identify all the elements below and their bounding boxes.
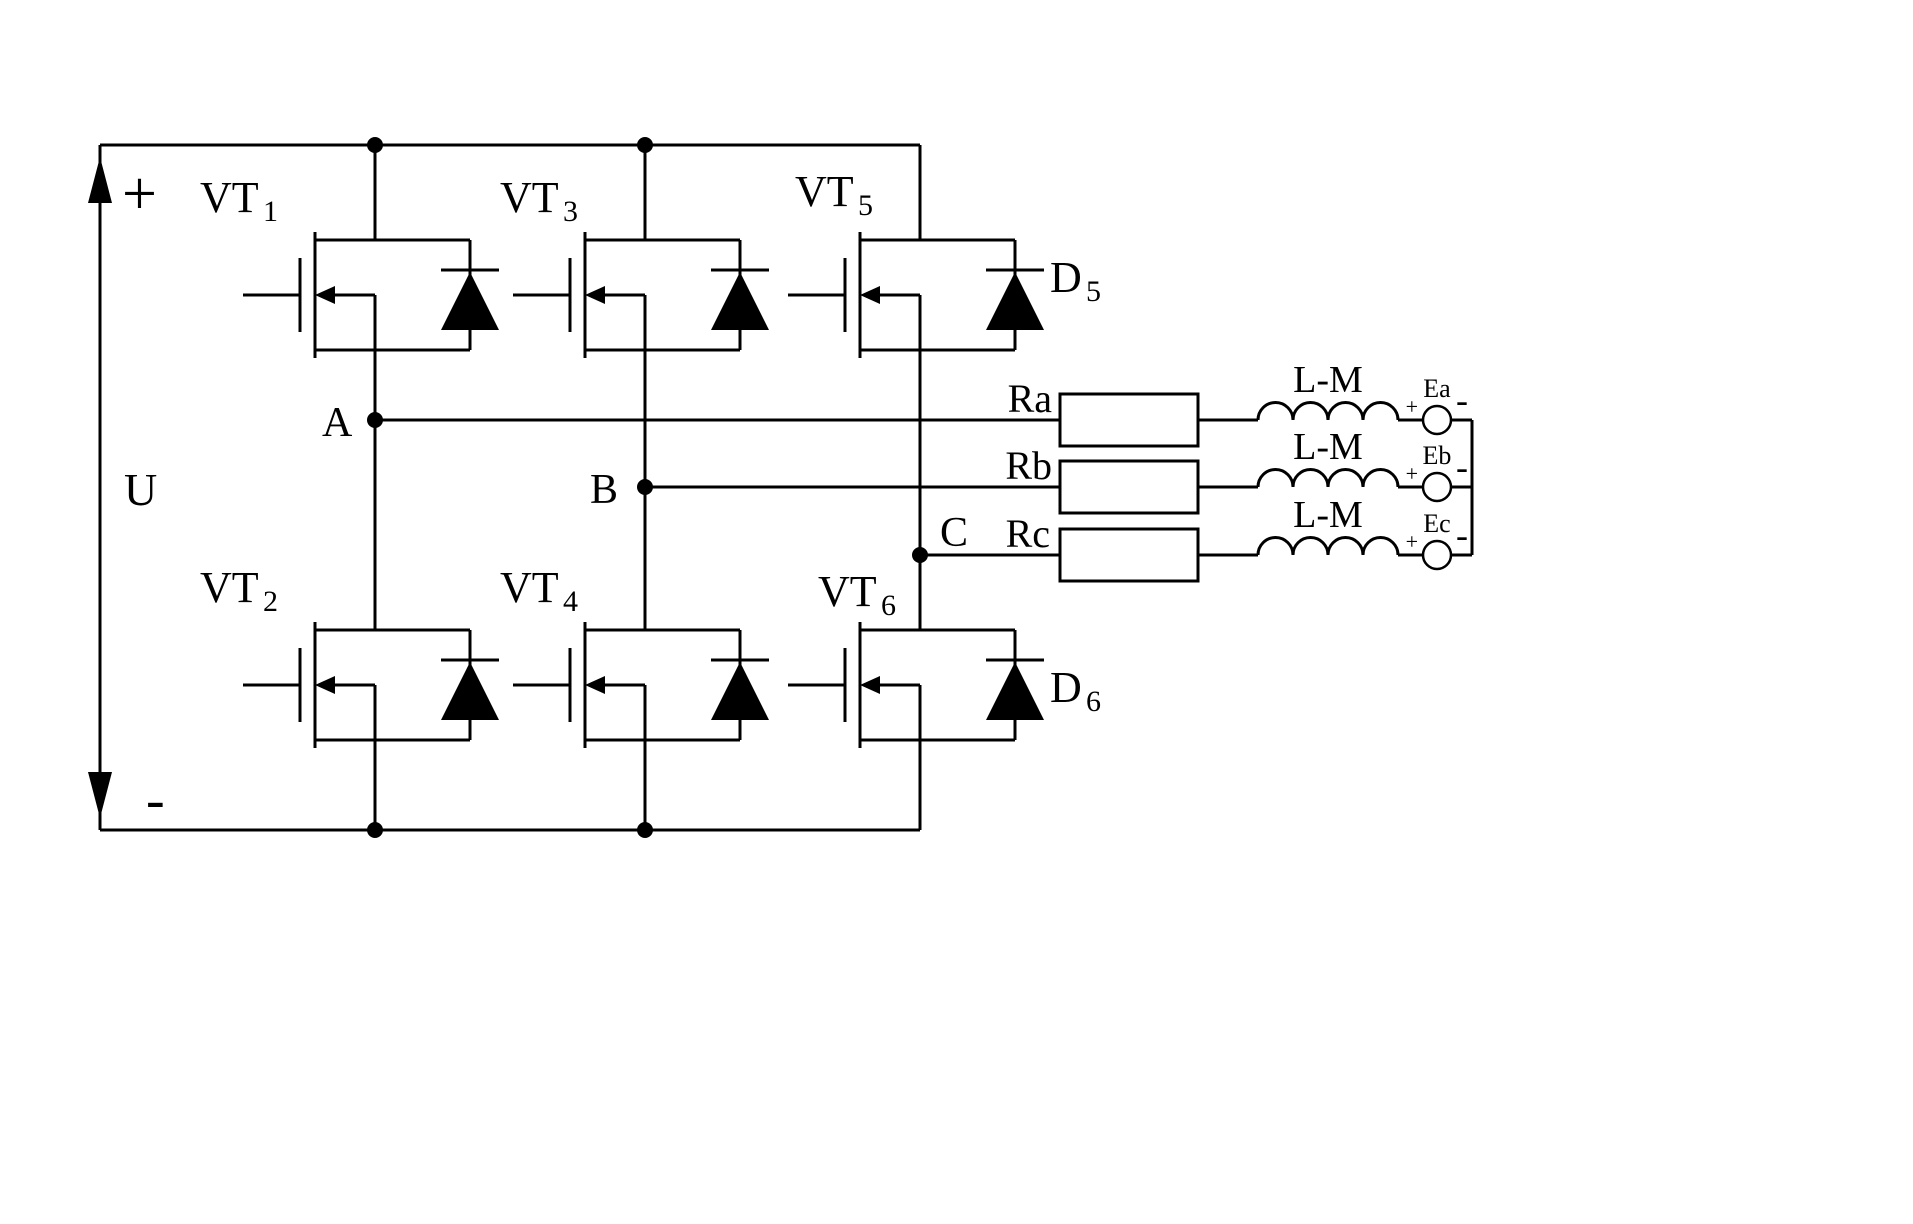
vt6-label: VT (818, 567, 877, 616)
junction-dot (367, 822, 383, 838)
inductor-c-coil (1256, 536, 1400, 556)
d5-label: D (1050, 253, 1082, 302)
emf-b-source (1421, 471, 1453, 503)
inductor-b-coil (1256, 468, 1400, 488)
emf-b-label: Eb (1423, 441, 1452, 470)
switch-labels: VT 1 VT 3 VT 5 VT 2 VT 4 VT 6 (200, 167, 896, 622)
arrow-up-icon (88, 157, 112, 203)
emf-a-label: Ea (1423, 374, 1451, 403)
vt3-label: VT (500, 173, 559, 222)
junction-dot (637, 822, 653, 838)
bridge-legs (373, 145, 922, 830)
vt2-label: VT (200, 563, 259, 612)
vt3-subscript: 3 (563, 195, 578, 228)
resistor-rc-body (1058, 527, 1200, 583)
emf-a-source (1421, 404, 1453, 436)
emf-a-minus-label: - (1456, 380, 1468, 420)
d5-subscript: 5 (1086, 275, 1101, 308)
junction-dot (367, 137, 383, 153)
resistor-ra-label: Ra (1008, 376, 1053, 421)
node-b-label: B (590, 467, 618, 513)
vt1-label: VT (200, 173, 259, 222)
switch-cell-vt2 (243, 622, 499, 748)
vt2-subscript: 2 (263, 585, 278, 618)
inductor-c-label: L-M (1293, 494, 1363, 536)
dc-voltage-label: U (124, 464, 157, 515)
emf-b-minus-label: - (1456, 447, 1468, 487)
inductor-a-label: L-M (1293, 359, 1363, 401)
switch-cell-vt3 (513, 232, 769, 358)
dc-plus-label: + (122, 160, 157, 228)
vt5-subscript: 5 (858, 189, 873, 222)
emf-c-minus-label: - (1456, 515, 1468, 555)
resistor-rb-label: Rb (1005, 443, 1052, 488)
vt6-subscript: 6 (881, 589, 896, 622)
vt1-subscript: 1 (263, 195, 278, 228)
vt4-subscript: 4 (563, 585, 578, 618)
emf-a-plus-label: + (1406, 394, 1418, 419)
phase-a-branch: A Ra L-M + Ea - (322, 359, 1472, 448)
emf-c-source (1421, 539, 1453, 571)
switch-cell-vt6 (788, 622, 1044, 748)
arrow-down-icon (88, 772, 112, 818)
diode-labels: D 5 D 6 (1050, 253, 1101, 718)
resistor-ra-body (1058, 392, 1200, 448)
node-c-label: C (940, 510, 968, 556)
phase-c-branch: C Rc L-M + Ec - (920, 494, 1472, 583)
emf-c-plus-label: + (1406, 529, 1418, 554)
switch-cell-vt1 (243, 232, 499, 358)
dc-minus-label: - (146, 769, 165, 831)
resistor-rb-body (1058, 459, 1200, 515)
switch-cell-vt5 (788, 232, 1044, 358)
emf-b-plus-label: + (1406, 461, 1418, 486)
d6-subscript: 6 (1086, 685, 1101, 718)
junction-dot (637, 137, 653, 153)
emf-c-label: Ec (1423, 509, 1450, 538)
switch-cell-vt4 (513, 622, 769, 748)
dc-source: + U - (88, 143, 920, 832)
d6-label: D (1050, 663, 1082, 712)
node-a-label: A (322, 400, 353, 446)
phase-b-branch: B Rb L-M + Eb - (590, 426, 1472, 515)
vt5-label: VT (795, 167, 854, 216)
inductor-a-coil (1256, 401, 1400, 421)
vt4-label: VT (500, 563, 559, 612)
inductor-b-label: L-M (1293, 426, 1363, 468)
resistor-rc-label: Rc (1006, 511, 1050, 556)
